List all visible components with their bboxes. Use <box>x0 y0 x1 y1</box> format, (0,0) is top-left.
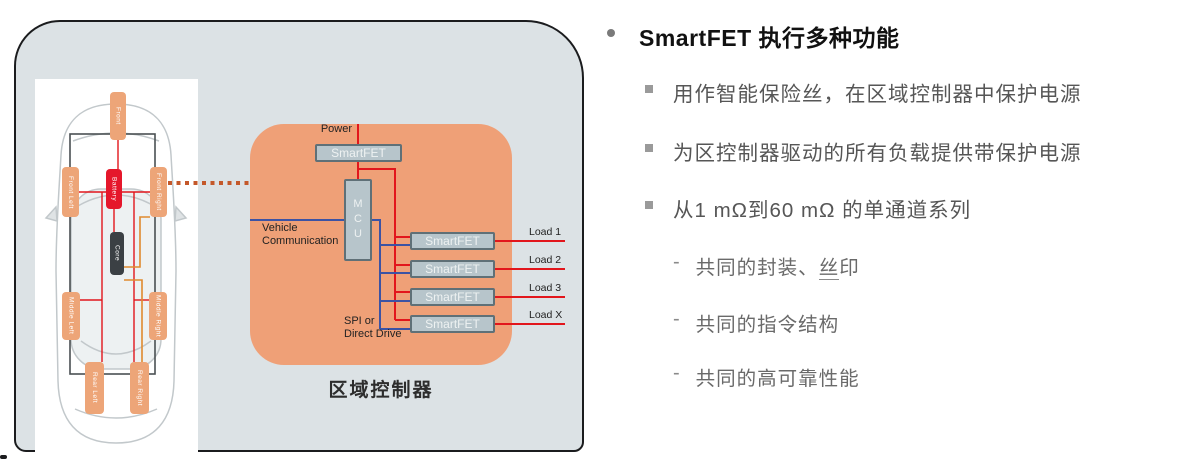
left-mirror <box>44 205 58 223</box>
round-bullet-icon <box>607 29 615 37</box>
vehicle-label-line1: Vehicle <box>262 222 298 234</box>
title-row: SmartFET 执行多种功能 <box>607 19 900 53</box>
zone-front: Front <box>110 92 126 140</box>
zone-front-left: Front Left <box>62 167 79 217</box>
input-smartfet-chip: SmartFET <box>315 144 402 162</box>
zone-controller-caption: 区域控制器 <box>328 380 434 401</box>
loadx-label: Load X <box>529 309 563 321</box>
load1-label: Load 1 <box>529 226 562 238</box>
zone-front-right: Front Right <box>150 167 167 217</box>
zone-front-left-label: Front Left <box>67 175 74 209</box>
zone-core-label: Core <box>113 245 121 262</box>
load3-label: Load 3 <box>529 282 562 294</box>
sub-bullet-item-1: - 共同的封装、丝印 <box>673 251 860 280</box>
square-bullet-icon <box>645 144 653 152</box>
bullet-text: 用作智能保险丝，在区域控制器中保护电源 <box>673 83 1082 106</box>
bullet-item-2: 为区控制器驱动的所有负载提供带保护电源 <box>645 136 1082 166</box>
smartfet-chip-3: SmartFET <box>410 288 495 306</box>
vehicle-communication-label: Vehicle Communication <box>262 222 338 247</box>
trunk-line <box>74 408 158 419</box>
smartfet-chip-1: SmartFET <box>410 232 495 250</box>
sub-bullet-text-pre: 共同的高可靠性能 <box>695 368 860 390</box>
spi-direct-drive-label: SPI or Direct Drive <box>344 315 401 340</box>
zone-middle-right-label: Middle Right <box>154 294 162 338</box>
zone-middle-right: Middle Right <box>149 292 167 340</box>
bullet-text: 为区控制器驱动的所有负载提供带保护电源 <box>673 142 1082 165</box>
zone-front-right-label: Front Right <box>155 173 162 211</box>
dash-bullet: - <box>673 251 680 273</box>
sub-bullet-text-post: 印 <box>839 257 860 279</box>
square-bullet-icon <box>645 201 653 209</box>
zone-rear-right-label: Rear Right <box>136 369 143 407</box>
power-label: Power <box>320 123 352 135</box>
sub-bullet-text: 共同的高可靠性能 <box>696 362 860 391</box>
dash-bullet: - <box>673 362 680 384</box>
zone-rear-left-label: Rear Left <box>91 372 98 404</box>
edge-artifact-mark <box>0 455 7 459</box>
dash-bullet: - <box>673 308 680 330</box>
zone-rear-right: Rear Right <box>130 362 149 414</box>
zone-architecture-panel: Front Front Left Battery Front Right Cor… <box>14 20 584 458</box>
sub-bullet-text-underlined: 丝 <box>818 257 840 280</box>
zone-rear-left: Rear Left <box>85 362 104 414</box>
bullet-item-1: 用作智能保险丝，在区域控制器中保护电源 <box>645 77 1082 107</box>
bullet-item-3: 从1 mΩ到60 mΩ 的单通道系列 <box>645 193 971 223</box>
sub-bullet-item-3: - 共同的高可靠性能 <box>673 362 860 391</box>
sub-bullet-text-pre: 共同的封装、 <box>695 257 819 279</box>
zone-front-label: Front <box>114 107 122 125</box>
bullet-text: 从1 mΩ到60 mΩ 的单通道系列 <box>673 199 972 222</box>
right-mirror <box>174 205 188 223</box>
rear-window-line <box>80 340 152 355</box>
zone-middle-left-label: Middle Left <box>67 297 75 335</box>
sub-bullet-text: 共同的指令结构 <box>696 308 840 337</box>
square-bullet-icon <box>645 85 653 93</box>
zone-battery: Battery <box>106 169 122 209</box>
wire-orange-front-right <box>124 216 150 268</box>
smartfet-chip-4: SmartFET <box>410 315 495 333</box>
spi-label-line1: SPI or <box>344 315 375 327</box>
sub-bullet-text-pre: 共同的指令结构 <box>695 314 840 336</box>
sub-bullet-item-2: - 共同的指令结构 <box>673 308 839 337</box>
sub-bullet-text: 共同的封装、丝印 <box>696 251 860 280</box>
zone-middle-left: Middle Left <box>62 292 80 340</box>
smartfet-chip-2: SmartFET <box>410 260 495 278</box>
car-diagram-card: Front Front Left Battery Front Right Cor… <box>35 79 198 458</box>
spi-label-line2: Direct Drive <box>344 327 402 340</box>
mcu-chip: MCU <box>344 179 372 261</box>
page-title: SmartFET 执行多种功能 <box>639 25 900 51</box>
zone-core: Core <box>110 232 124 275</box>
car-cabin <box>70 188 162 370</box>
zone-battery-label: Battery <box>110 176 118 202</box>
vehicle-label-line2: Communication <box>262 234 339 247</box>
wire-orange-core-rear <box>124 279 143 362</box>
load2-label: Load 2 <box>529 254 562 266</box>
